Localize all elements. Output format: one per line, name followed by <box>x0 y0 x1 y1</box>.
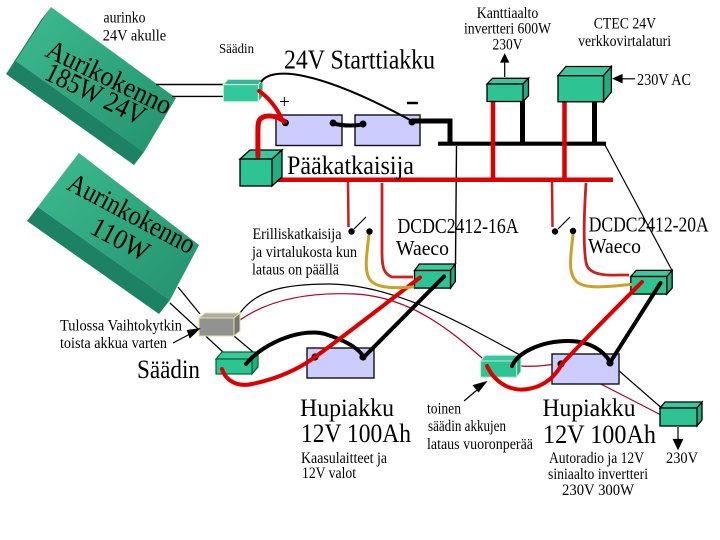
svg-text:toinen: toinen <box>427 401 461 418</box>
svg-text:DCDC2412-16A: DCDC2412-16A <box>398 214 520 238</box>
svg-text:siniaalto invertteri: siniaalto invertteri <box>548 466 648 483</box>
svg-text:lataus on päällä: lataus on päällä <box>252 262 339 279</box>
svg-text:12V 100Ah: 12V 100Ah <box>301 419 411 448</box>
svg-text:Kaasulaitteet ja: Kaasulaitteet ja <box>301 450 387 467</box>
svg-text:Hupiakku: Hupiakku <box>543 395 636 422</box>
svg-text:230V: 230V <box>493 37 523 54</box>
svg-text:invertteri 600W: invertteri 600W <box>464 21 552 38</box>
svg-text:DCDC2412-20A: DCDC2412-20A <box>589 213 710 237</box>
svg-text:12V 100Ah: 12V 100Ah <box>543 420 656 449</box>
svg-text:230V AC: 230V AC <box>637 70 691 89</box>
svg-text:+: + <box>279 92 290 113</box>
svg-text:230V: 230V <box>666 450 698 467</box>
svg-text:Autoradio ja 12V: Autoradio ja 12V <box>549 450 644 467</box>
svg-text:Pääkatkaisija: Pääkatkaisija <box>287 151 414 180</box>
svg-text:ja virtalukosta kun: ja virtalukosta kun <box>251 244 357 261</box>
svg-text:230V 300W: 230V 300W <box>562 482 635 499</box>
svg-text:Hupiakku: Hupiakku <box>300 395 394 422</box>
svg-text:CTEC 24V: CTEC 24V <box>594 16 657 33</box>
svg-text:Säädin: Säädin <box>137 355 200 384</box>
svg-text:Tulossa Vaihtokytkin: Tulossa Vaihtokytkin <box>60 318 182 335</box>
svg-text:aurinko: aurinko <box>104 10 146 27</box>
svg-text:verkkovirtalaturi: verkkovirtalaturi <box>578 33 671 50</box>
svg-text:säädin akkujen: säädin akkujen <box>428 418 506 435</box>
svg-text:24V akulle: 24V akulle <box>103 28 167 45</box>
svg-text:lataus vuoronperää: lataus vuoronperää <box>427 436 533 453</box>
svg-text:Säädin: Säädin <box>219 42 254 57</box>
svg-text:Erilliskatkaisija: Erilliskatkaisija <box>253 226 342 243</box>
svg-text:12V valot: 12V valot <box>302 465 356 482</box>
svg-text:24V Starttiakku: 24V Starttiakku <box>284 45 435 75</box>
svg-text:Waeco: Waeco <box>588 234 641 258</box>
svg-text:toista akkua varten: toista akkua varten <box>60 335 167 352</box>
svg-text:Waeco: Waeco <box>396 236 449 260</box>
svg-text:Kanttiaalto: Kanttiaalto <box>477 5 539 22</box>
